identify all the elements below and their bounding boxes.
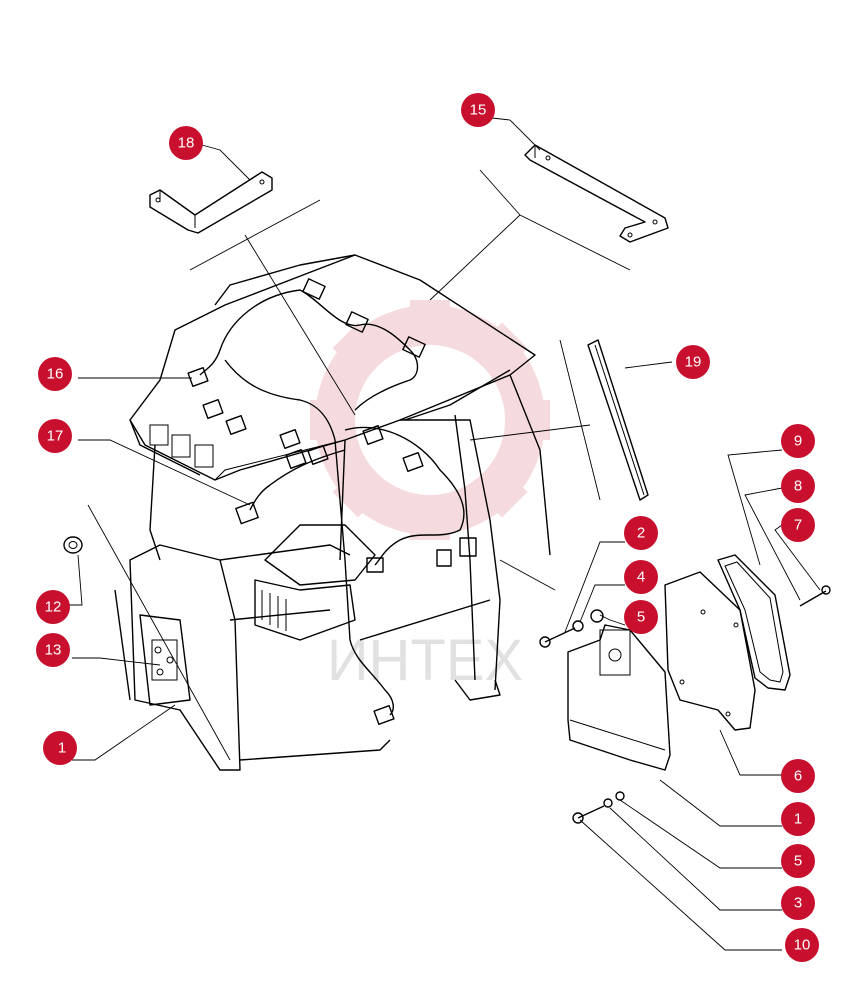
gasket-9: [717, 554, 791, 691]
callout-1-right[interactable]: 1: [781, 802, 815, 836]
fastener-bolt-10: [572, 791, 625, 824]
callout-10-label: 10: [794, 937, 811, 954]
callout-1-left-label: 1: [58, 740, 66, 757]
callout-1-left[interactable]: 1: [43, 731, 77, 765]
callout-6-label: 6: [794, 768, 802, 785]
washer-12: [63, 536, 83, 554]
callout-5-lower[interactable]: 5: [781, 844, 815, 878]
callout-13[interactable]: 13: [36, 633, 70, 667]
callout-2[interactable]: 2: [624, 516, 658, 550]
callout-4[interactable]: 4: [624, 560, 658, 594]
callout-16[interactable]: 16: [38, 357, 72, 391]
callout-13-label: 13: [45, 642, 62, 659]
callout-4-label: 4: [637, 569, 645, 586]
watermark-text: ИНТЕХ: [327, 628, 523, 693]
wiring-harness: [199, 289, 465, 716]
callout-7[interactable]: 7: [781, 508, 815, 542]
callout-18[interactable]: 18: [169, 126, 203, 160]
callout-12-label: 12: [45, 599, 62, 616]
bracket-15: [524, 144, 669, 243]
cab-frame: [149, 369, 551, 701]
callout-17-label: 17: [47, 428, 64, 445]
callouts: 18 15 16 17 19 9 8 7 2 4 5 12 13 1 6 1 5…: [36, 93, 819, 962]
callout-17[interactable]: 17: [38, 419, 72, 453]
callout-15-label: 15: [470, 102, 487, 119]
cover-plate-6: [664, 571, 756, 731]
bar-19: [587, 339, 649, 501]
connectors: [187, 278, 477, 726]
callout-9[interactable]: 9: [781, 424, 815, 458]
callout-3[interactable]: 3: [781, 886, 815, 920]
control-console: [114, 544, 391, 771]
leader-lines: [60, 117, 821, 951]
fastener-bolt-2: [539, 627, 576, 648]
callout-2-label: 2: [637, 525, 645, 542]
callout-19[interactable]: 19: [676, 345, 710, 379]
callout-12[interactable]: 12: [36, 590, 70, 624]
callout-16-label: 16: [47, 366, 64, 383]
seat: [254, 524, 376, 641]
callout-5-upper-label: 5: [637, 609, 645, 626]
fastener-washer-4: [572, 620, 584, 632]
callout-1-right-label: 1: [794, 811, 802, 828]
control-unit: [567, 624, 671, 771]
callout-5-lower-label: 5: [794, 853, 802, 870]
bracket-18: [149, 171, 273, 234]
callout-3-label: 3: [794, 895, 802, 912]
callout-18-label: 18: [178, 135, 195, 152]
callout-9-label: 9: [794, 433, 802, 450]
fastener-bolt-7: [799, 585, 831, 607]
callout-8-label: 8: [794, 478, 802, 495]
callout-19-label: 19: [685, 354, 702, 371]
callout-15[interactable]: 15: [461, 93, 495, 127]
callout-10[interactable]: 10: [785, 928, 819, 962]
callout-5-upper[interactable]: 5: [624, 600, 658, 634]
callout-8[interactable]: 8: [781, 469, 815, 503]
callout-6[interactable]: 6: [781, 759, 815, 793]
callout-7-label: 7: [794, 517, 802, 534]
